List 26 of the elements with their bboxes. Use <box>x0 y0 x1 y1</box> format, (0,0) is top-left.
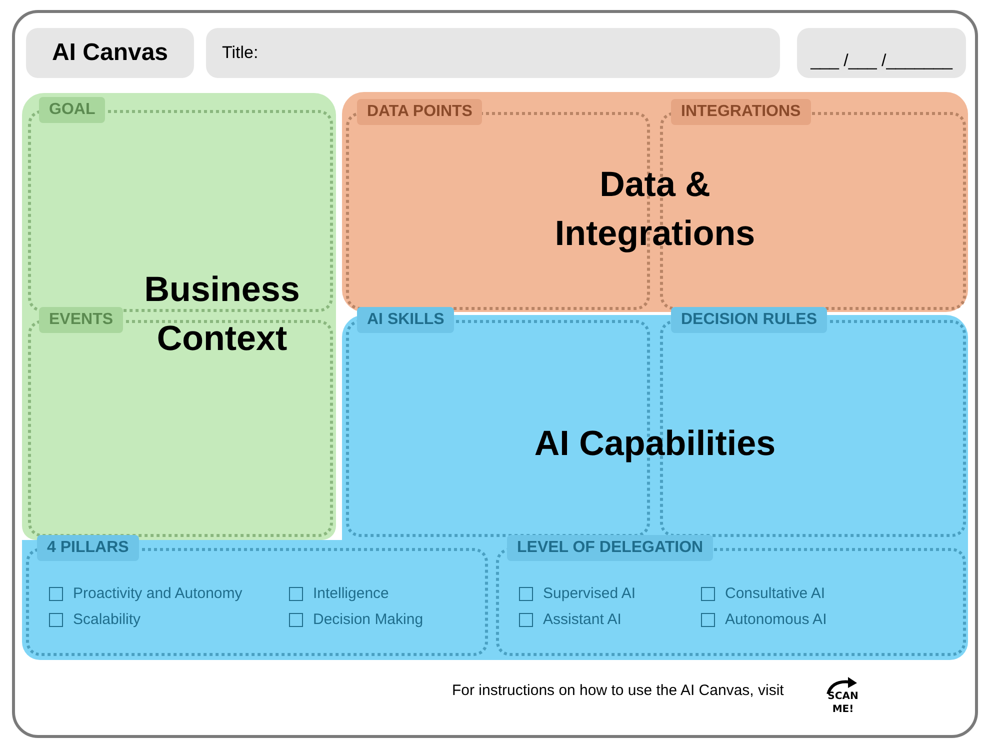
option-label: Proactivity and Autonomy <box>73 585 242 602</box>
area-title: Data & Integrations <box>554 164 756 255</box>
option-label: Decision Making <box>313 611 424 628</box>
section-tab: LEVEL OF DELEGATION <box>507 535 714 561</box>
date-field: ___ /___ /_______ <box>797 28 966 78</box>
area-title: Business Context <box>143 269 301 360</box>
option-label: Autonomous AI <box>725 611 827 628</box>
option-label: Scalability <box>73 611 141 628</box>
section-tab: AI SKILLS <box>357 307 454 333</box>
section-tab: GOAL <box>39 97 106 123</box>
section-tab: DECISION RULES <box>671 307 828 333</box>
canvas-area <box>22 93 336 540</box>
canvas-area <box>342 92 968 312</box>
section-tab: EVENTS <box>39 307 124 333</box>
header-box: AI Canvas <box>26 28 194 78</box>
section-tab: INTEGRATIONS <box>671 99 811 125</box>
section-tab: 4 PILLARS <box>37 535 139 561</box>
instruction-note: For instructions on how to use the AI Canvas, visit <box>452 682 784 699</box>
option-label: Assistant AI <box>543 611 622 628</box>
scan-badge: SCAN ME! <box>822 676 862 722</box>
option-label: Supervised AI <box>543 585 636 602</box>
title-field: Title: <box>206 28 780 78</box>
option-label: Consultative AI <box>725 585 826 602</box>
area-title: AI Capabilities <box>533 423 777 465</box>
option-label: Intelligence <box>313 585 389 602</box>
section-tab: DATA POINTS <box>357 99 482 125</box>
